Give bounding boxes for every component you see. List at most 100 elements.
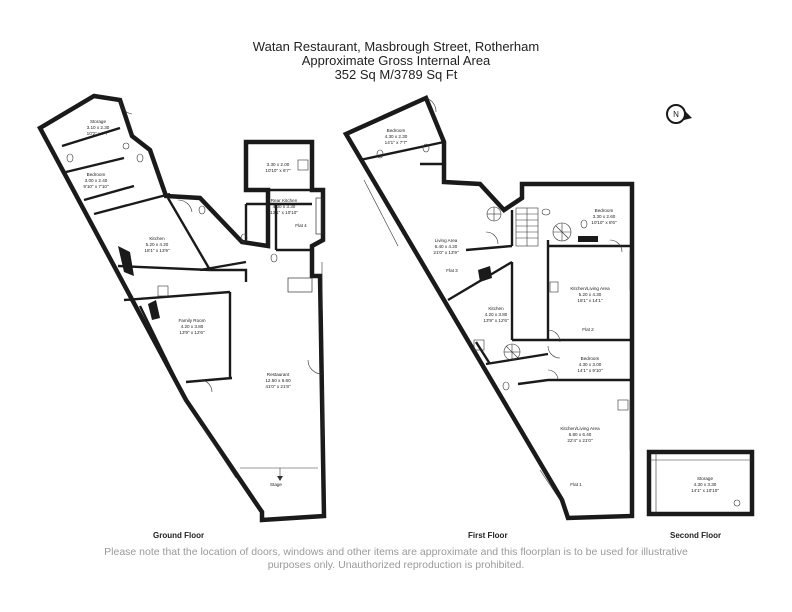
- toilet: [580, 219, 588, 229]
- ground-floor-label: Ground Floor: [153, 531, 205, 540]
- spiral-staircase: [552, 222, 572, 242]
- sink: [541, 208, 551, 216]
- room-dimensions-imperial: 41'0" x 21'8": [265, 384, 291, 389]
- room-name: Family Room: [178, 318, 205, 323]
- room-dimensions: 3.30 x 2.60: [593, 214, 616, 219]
- north-arrow-icon: N: [666, 104, 692, 124]
- room-name: Bedroom: [387, 128, 406, 133]
- room-dimensions: 3.30 x 2.00: [267, 162, 290, 167]
- room-dimensions-imperial: 18'1" x 13'9": [144, 248, 170, 253]
- room-dimensions-imperial: 18'1" x 14'1": [577, 298, 603, 303]
- ground-floor-inner-walls: [61, 126, 312, 401]
- room-name: Kitchen/Living Area: [560, 426, 600, 431]
- room-dimensions-imperial: 13'1" x 10'10": [270, 210, 298, 215]
- area-total: 352 Sq M/3789 Sq Ft: [334, 67, 458, 82]
- flat-label: Flat 4: [295, 223, 307, 228]
- staircase: [515, 207, 539, 247]
- spiral-staircase: [486, 206, 502, 222]
- area-heading: Approximate Gross Internal Area: [301, 53, 491, 68]
- ground-floor-outer-wall: [36, 93, 327, 523]
- room-name: Kitchen: [149, 236, 165, 241]
- first-floor-label: First Floor: [468, 531, 508, 540]
- first-floor-plan: Bedroom 4.30 x 2.30 14'1" x 7'7" Living …: [342, 94, 635, 521]
- door-swing: [425, 97, 437, 113]
- disclaimer: Please note that the location of doors, …: [60, 546, 732, 572]
- north-letter: N: [673, 110, 679, 119]
- door-swing: [547, 345, 561, 359]
- toilet: [270, 253, 278, 263]
- room-dimensions-imperial: 14'1" x 9'10": [577, 368, 603, 373]
- room-dimensions: 3.10 x 2.30: [87, 125, 110, 130]
- second-floor-plan: Storage 4.30 x 3.30 14'1" x 10'10": [646, 449, 755, 517]
- disclaimer-line: Please note that the location of doors, …: [104, 546, 688, 558]
- door-swing: [119, 99, 133, 115]
- room-dimensions-imperial: 13'9" x 12'6": [483, 318, 509, 323]
- disclaimer-line: purposes only. Unauthorized reproduction…: [267, 559, 525, 571]
- room-dimensions: 4.20 x 3.80: [181, 324, 204, 329]
- hob: [297, 159, 309, 171]
- room-name: Bedroom: [595, 208, 614, 213]
- room-dimensions-imperial: 14'1" x 7'7": [385, 140, 408, 145]
- room-name: Stage: [270, 482, 282, 487]
- door-swing: [307, 359, 323, 375]
- toilet: [66, 153, 74, 163]
- room-dimensions: 4.30 x 2.30: [385, 134, 408, 139]
- room-name: Restaurant: [267, 372, 290, 377]
- chimney-breast: [478, 266, 492, 282]
- room-dimensions: 4.30 x 3.00: [579, 362, 602, 367]
- door-swing: [177, 199, 193, 213]
- room-dimensions-imperial: 10'10" x 6'7": [265, 168, 291, 173]
- plan-title: Watan Restaurant, Masbrough Street, Roth…: [252, 39, 540, 54]
- counter: [315, 197, 323, 235]
- room-name: Bedroom: [87, 172, 106, 177]
- bar-counter: [287, 277, 313, 293]
- ground-floor-plan: Storage 3.10 x 2.30 10'2" x 7'7" Bedroom…: [36, 93, 327, 523]
- toilet: [198, 205, 206, 215]
- hatch-access: [733, 499, 741, 507]
- room-dimensions-imperial: 10'10" x 8'6": [591, 220, 617, 225]
- flat-label: Flat 3: [446, 268, 458, 273]
- shower: [122, 142, 130, 150]
- door-swing: [547, 329, 561, 343]
- room-name: Storage: [90, 119, 107, 124]
- room-dimensions: 12.50 x 6.60: [265, 378, 291, 383]
- room-dimensions-imperial: 9'10" x 7'10": [83, 184, 109, 189]
- door-swing: [547, 369, 559, 381]
- room-name: Kitchen/Living Area: [570, 286, 610, 291]
- stage-arrow-head: [277, 476, 283, 481]
- second-floor-outer-wall: [646, 449, 755, 517]
- room-dimensions-imperial: 22'4" x 21'0": [567, 438, 593, 443]
- toilet: [502, 381, 510, 391]
- room-name: Living Area: [435, 238, 458, 243]
- room-dimensions-imperial: 10'2" x 7'7": [87, 131, 110, 136]
- room-dimensions: 6.40 x 4.20: [435, 244, 458, 249]
- room-dimensions: 5.20 x 4.30: [579, 292, 602, 297]
- flat-label: Flat 2: [582, 327, 594, 332]
- room-dimensions: 3.00 x 2.40: [85, 178, 108, 183]
- room-dimensions: 4.20 x 3.80: [485, 312, 508, 317]
- hob: [617, 399, 629, 411]
- first-floor-inner-walls: [359, 140, 632, 386]
- window: [539, 469, 561, 501]
- door-swing: [609, 239, 623, 253]
- room-dimensions-imperial: 14'1" x 10'10": [691, 488, 719, 493]
- hob: [549, 281, 559, 293]
- chimney-breast: [578, 236, 598, 242]
- toilet: [422, 143, 430, 153]
- hob: [473, 339, 485, 351]
- toilet: [376, 149, 384, 159]
- spiral-staircase: [503, 343, 521, 361]
- room-name: Storage: [697, 476, 714, 481]
- window: [201, 425, 237, 479]
- flat-label: Flat 1: [570, 482, 582, 487]
- chimney-breast: [118, 246, 134, 276]
- chimney-breast: [148, 300, 160, 320]
- room-dimensions-imperial: 21'0" x 13'9": [433, 250, 459, 255]
- room-name: Kitchen: [488, 306, 504, 311]
- hob: [157, 285, 169, 297]
- second-floor-label: Second Floor: [670, 531, 722, 540]
- room-dimensions: 6.80 x 6.40: [569, 432, 592, 437]
- toilet: [240, 233, 248, 243]
- window: [363, 179, 399, 247]
